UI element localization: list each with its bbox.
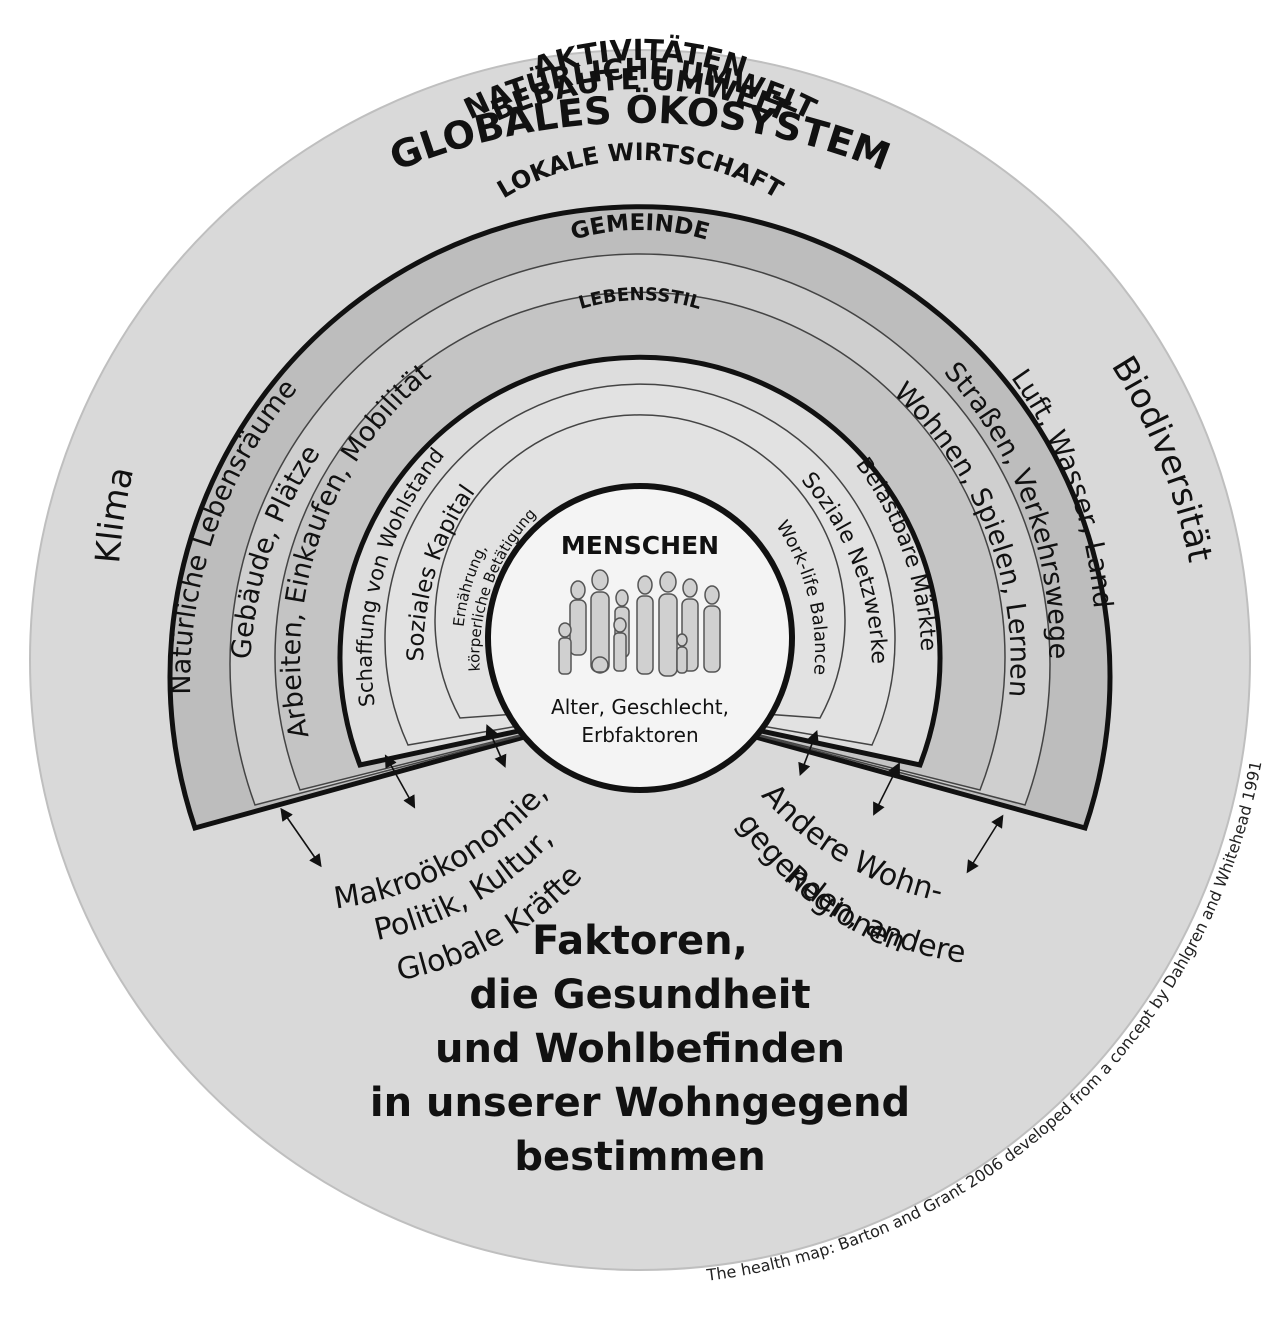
people-group-icon xyxy=(558,569,721,677)
arrow-left-2 xyxy=(384,754,416,809)
arrow-left-3 xyxy=(485,724,507,768)
menschen-line2: Erbfaktoren xyxy=(581,723,698,747)
arrow-right-3 xyxy=(966,814,1004,874)
arrow-left-1 xyxy=(280,807,322,868)
main-title-line1: Faktoren, xyxy=(532,918,748,964)
main-title-line5: bestimmen xyxy=(514,1134,765,1180)
menschen-title: MENSCHEN xyxy=(561,531,719,560)
arrow-right-2 xyxy=(873,762,900,816)
menschen-line1: Alter, Geschlecht, xyxy=(551,695,729,719)
connector-arrows xyxy=(280,724,1004,874)
main-title-line3: und Wohlbefinden xyxy=(435,1026,845,1072)
main-title-line4: in unserer Wohngegend xyxy=(370,1080,910,1126)
main-title: Faktoren, die Gesundheit und Wohlbefinde… xyxy=(370,918,910,1180)
main-title-line2: die Gesundheit xyxy=(469,972,810,1018)
arrow-right-1 xyxy=(798,730,819,776)
